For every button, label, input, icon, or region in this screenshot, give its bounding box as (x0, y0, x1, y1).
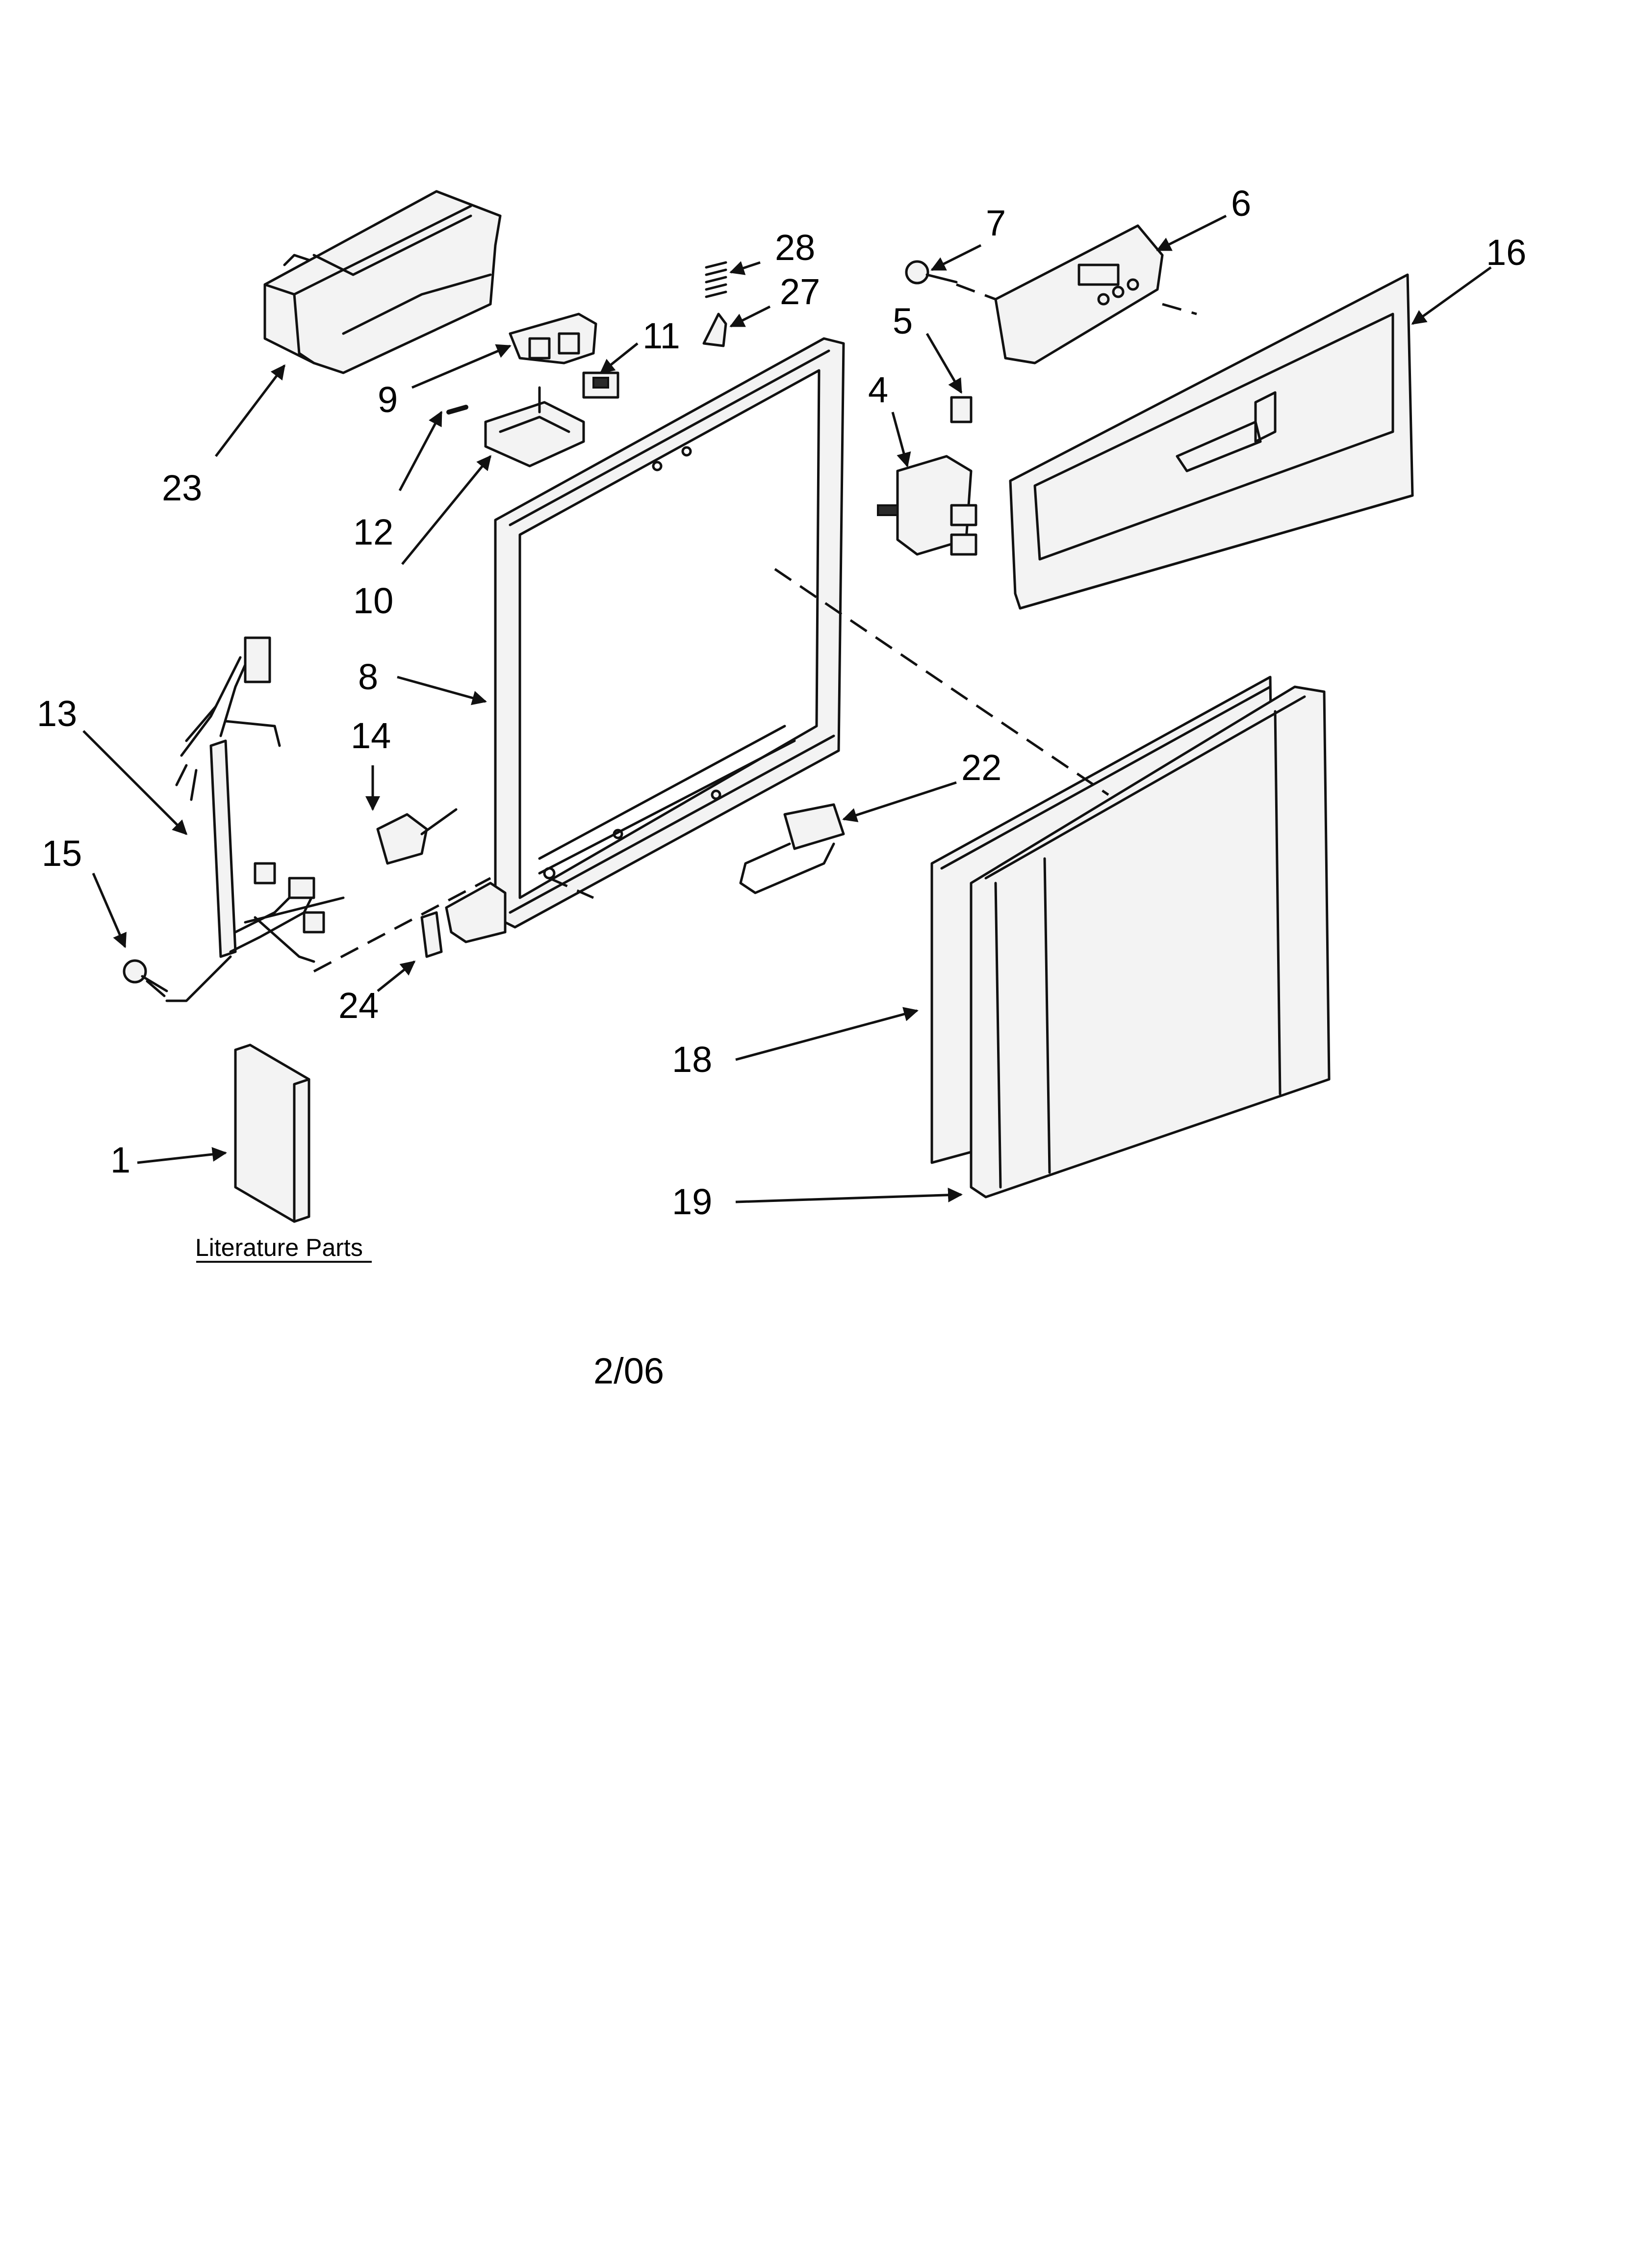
part-28-spring (705, 261, 727, 298)
leader-19 (735, 1187, 963, 1203)
part-22-strap (739, 803, 845, 894)
part-9-latch (509, 313, 597, 365)
leader-6 (1156, 214, 1227, 252)
part-14-sensor (376, 808, 458, 865)
callout-9: 9 (378, 379, 398, 420)
callout-4: 4 (868, 369, 888, 410)
leader-5 (925, 333, 963, 394)
callout-8: 8 (358, 656, 378, 697)
callout-10: 10 (353, 580, 393, 621)
leader-lines (82, 214, 1492, 1203)
part-27-clip (702, 313, 727, 347)
leader-9 (411, 344, 512, 389)
callout-28: 28 (775, 227, 815, 268)
revision-date: 2/06 (593, 1351, 664, 1391)
leader-23 (215, 364, 285, 457)
callout-11: 11 (642, 315, 680, 356)
part-6-control-board (994, 224, 1164, 365)
harness-path-line (313, 877, 491, 973)
callout-16: 16 (1486, 232, 1526, 273)
leader-22 (842, 781, 957, 822)
part-15-screw (123, 959, 168, 997)
callout-22: 22 (961, 747, 1001, 788)
leader-24 (377, 961, 416, 992)
callout-6: 6 (1231, 183, 1251, 224)
part-12-pin (446, 405, 468, 415)
leader-11 (599, 342, 639, 374)
callout-labels: 28 27 7 6 16 5 4 11 9 12 10 23 8 13 14 1… (37, 183, 1526, 1222)
leader-4 (891, 412, 911, 468)
part-4-switch (877, 455, 977, 556)
door-path-line (774, 568, 1109, 796)
leader-28 (729, 261, 761, 275)
leader-18 (735, 1007, 919, 1061)
leader-10 (401, 455, 491, 565)
part-8-door-frame (445, 337, 845, 943)
leader-15 (92, 873, 127, 948)
leader-27 (729, 305, 771, 328)
literature-parts-caption: Literature Parts (195, 1234, 363, 1261)
callout-27: 27 (780, 271, 820, 312)
callout-15: 15 (42, 833, 82, 874)
part-19-outer-door-panel (970, 685, 1331, 1199)
callout-5: 5 (893, 301, 913, 341)
ground-wire (165, 955, 232, 1002)
part-13-wire-harness (175, 636, 345, 963)
frame-path-line (548, 877, 594, 899)
part-1-literature (234, 1043, 310, 1223)
leader-7 (930, 244, 982, 271)
callout-1: 1 (110, 1140, 130, 1180)
callout-24: 24 (338, 985, 379, 1026)
leader-13 (82, 730, 188, 835)
callout-12: 12 (353, 512, 393, 552)
callout-23: 23 (162, 468, 202, 508)
part-5-connector (950, 396, 973, 423)
leader-8 (397, 676, 487, 705)
callout-19: 19 (672, 1181, 712, 1222)
board-path-line (1162, 303, 1197, 315)
leader-12 (398, 411, 443, 492)
screw-path-line (956, 283, 996, 301)
part-7-screw (905, 260, 958, 285)
callout-13: 13 (37, 693, 77, 734)
leader-1 (137, 1147, 227, 1164)
part-16-control-panel (1009, 273, 1414, 610)
part-10-latch-housing (484, 386, 585, 468)
callout-18: 18 (672, 1039, 712, 1080)
part-23-duct-cover (263, 190, 502, 374)
callout-14: 14 (351, 715, 391, 756)
leader-16 (1411, 266, 1492, 325)
part-11-switch (582, 371, 619, 399)
part-24-clip (420, 911, 443, 958)
callout-7: 7 (986, 203, 1006, 243)
